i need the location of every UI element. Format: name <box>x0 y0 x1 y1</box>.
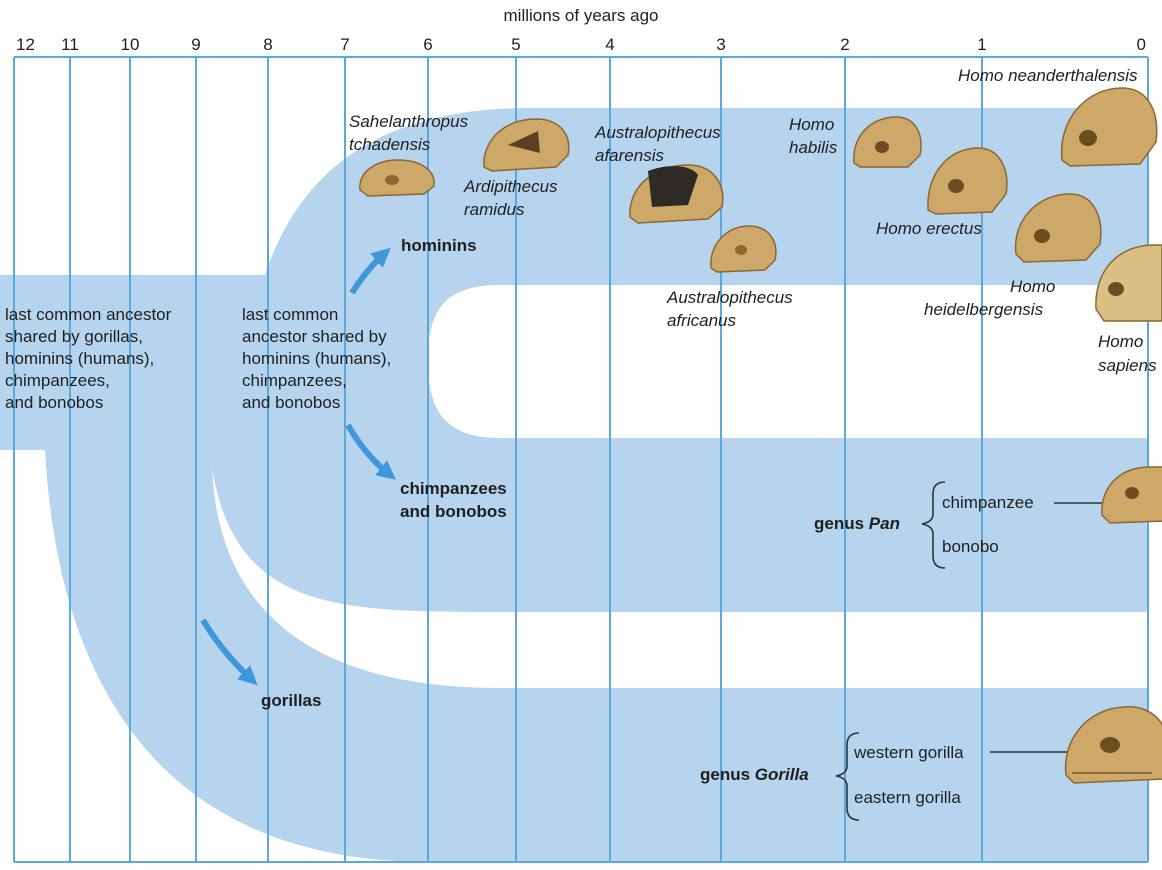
ardipithecus-skull-image <box>483 118 570 172</box>
africanus-skull-image <box>710 225 777 273</box>
chimp-band <box>210 108 1148 612</box>
axis-title: millions of years ago <box>504 6 659 25</box>
root-ancestor-label: last common ancestor shared by gorillas,… <box>5 305 176 412</box>
arrow-to-hominins <box>349 247 391 295</box>
tick-label-3: 3 <box>716 35 725 54</box>
genus-pan-label: genus Pan <box>814 514 900 533</box>
heidelbergensis-label: Homo heidelbergensis <box>924 277 1060 319</box>
sapiens-label: Homo sapiens <box>1098 332 1157 375</box>
afarensis-label: Australopithecus afarensis <box>594 123 725 165</box>
chimps-bonobos-label: chimpanzees and bonobos <box>400 479 512 521</box>
pan-brace <box>921 481 946 569</box>
tick-label-9: 9 <box>191 35 200 54</box>
tick-label-7: 7 <box>340 35 349 54</box>
sapiens-skull-image <box>1095 244 1162 322</box>
habilis-label: Homo habilis <box>789 115 839 157</box>
tick-label-2: 2 <box>840 35 849 54</box>
tick-label-5: 5 <box>511 35 520 54</box>
second-ancestor-label: last common ancestor shared by hominins … <box>242 305 396 412</box>
western-gorilla-label: western gorilla <box>853 743 964 762</box>
arrow-to-chimps <box>345 423 396 480</box>
afarensis-skull-image <box>629 164 724 224</box>
tick-label-0: 0 <box>1137 35 1146 54</box>
tick-label-4: 4 <box>605 35 614 54</box>
sahelanthropus-label: Sahelanthropus tchadensis <box>349 112 473 154</box>
tick-label-1: 1 <box>977 35 986 54</box>
hominins-label: hominins <box>401 236 477 255</box>
tick-label-12: 12 <box>16 35 35 54</box>
heidelbergensis-skull-image <box>1014 193 1102 263</box>
eastern-gorilla-label: eastern gorilla <box>854 788 961 807</box>
gorilla-band <box>0 275 1148 862</box>
genus-gorilla-label: genus Gorilla <box>700 765 809 784</box>
erectus-skull-image <box>927 147 1008 215</box>
erectus-label: Homo erectus <box>876 219 982 238</box>
tick-label-10: 10 <box>121 35 140 54</box>
skull-illustrations <box>359 87 1162 784</box>
gorilla-skull-image <box>1064 706 1162 784</box>
ardipithecus-label: Ardipithecus ramidus <box>463 177 562 219</box>
arrow-to-gorillas <box>200 618 258 686</box>
sahelanthropus-skull-image <box>359 159 435 197</box>
gorillas-label: gorillas <box>261 691 321 710</box>
habilis-skull-image <box>853 116 922 168</box>
tick-label-6: 6 <box>423 35 432 54</box>
lineage-bands <box>0 108 1148 862</box>
chimpanzee-label: chimpanzee <box>942 493 1034 512</box>
tick-label-8: 8 <box>263 35 272 54</box>
neanderthalensis-label: Homo neanderthalensis <box>958 66 1138 85</box>
africanus-label: Australopithecus africanus <box>666 288 797 330</box>
neanderthalensis-skull-image <box>1060 87 1158 167</box>
gorilla-brace <box>835 732 860 821</box>
tick-label-11: 11 <box>61 35 79 54</box>
chimpanzee-skull-image <box>1101 466 1162 524</box>
bonobo-label: bonobo <box>942 537 999 556</box>
branch-arrows <box>200 247 396 686</box>
